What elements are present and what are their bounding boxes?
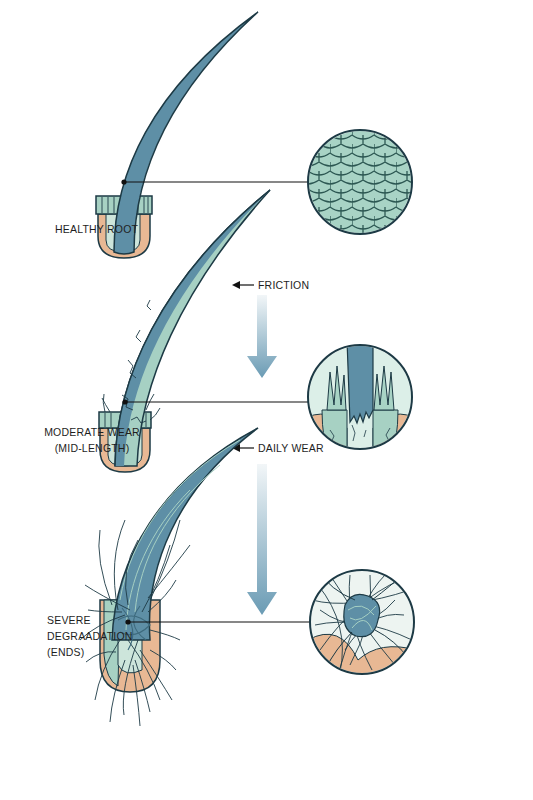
worn-shaft <box>122 300 151 423</box>
leader-line <box>122 399 308 404</box>
frayed-inset <box>344 594 380 636</box>
inset-ring <box>308 130 412 234</box>
progress-arrow <box>247 295 277 378</box>
progress-arrow <box>247 464 277 615</box>
inset-ring <box>310 570 414 674</box>
degraded-shaft <box>112 428 258 640</box>
progress-arrow <box>247 295 277 378</box>
frayed-inset <box>312 575 412 672</box>
stray-fibers <box>80 530 190 726</box>
inset-ring <box>308 345 412 449</box>
inset-ring <box>308 130 412 234</box>
stage-label: SEVERE DEGRAADATION (ENDS) <box>47 612 142 660</box>
lifted-cuticle-inset <box>347 340 373 423</box>
cuticle-inset <box>308 130 412 234</box>
stray-fibers <box>80 530 190 726</box>
cuticle-inset <box>308 130 412 234</box>
lifted-cuticle-inset <box>374 366 394 410</box>
degraded-shaft <box>120 440 240 630</box>
frayed-inset <box>348 606 376 630</box>
daily-wear-arrow <box>238 447 254 448</box>
leader-line <box>124 181 308 182</box>
force-label: FRICTION <box>258 277 368 293</box>
worn-shaft <box>115 190 270 466</box>
frayed-inset <box>318 570 410 668</box>
worn-shaft <box>115 190 270 466</box>
lifted-cuticle-inset <box>327 366 346 410</box>
leader-line <box>125 401 308 402</box>
healthy-shaft <box>114 12 258 254</box>
lifted-cuticle-inset <box>330 425 390 443</box>
progress-arrow <box>247 464 277 615</box>
degraded-shaft <box>112 428 258 640</box>
healthy-shaft <box>114 12 258 254</box>
leader-line <box>125 619 310 624</box>
friction-arrow <box>232 281 254 289</box>
frayed-inset <box>308 568 418 680</box>
friction-arrow <box>238 284 254 285</box>
force-label: DAILY WEAR <box>258 440 368 456</box>
stage-label: HEALTHY ROOT <box>55 221 165 237</box>
friction-arrow <box>232 281 240 289</box>
stray-fibers <box>118 606 150 650</box>
leader-line <box>121 179 308 184</box>
worn-shaft <box>115 190 270 466</box>
degraded-shaft <box>114 520 180 612</box>
inset-ring <box>310 570 414 674</box>
inset-ring <box>308 345 412 449</box>
worn-shaft <box>115 190 270 466</box>
leader-line <box>128 621 310 622</box>
stage-label: MODERATE WEAR (MID-LENGTH) <box>40 424 144 456</box>
